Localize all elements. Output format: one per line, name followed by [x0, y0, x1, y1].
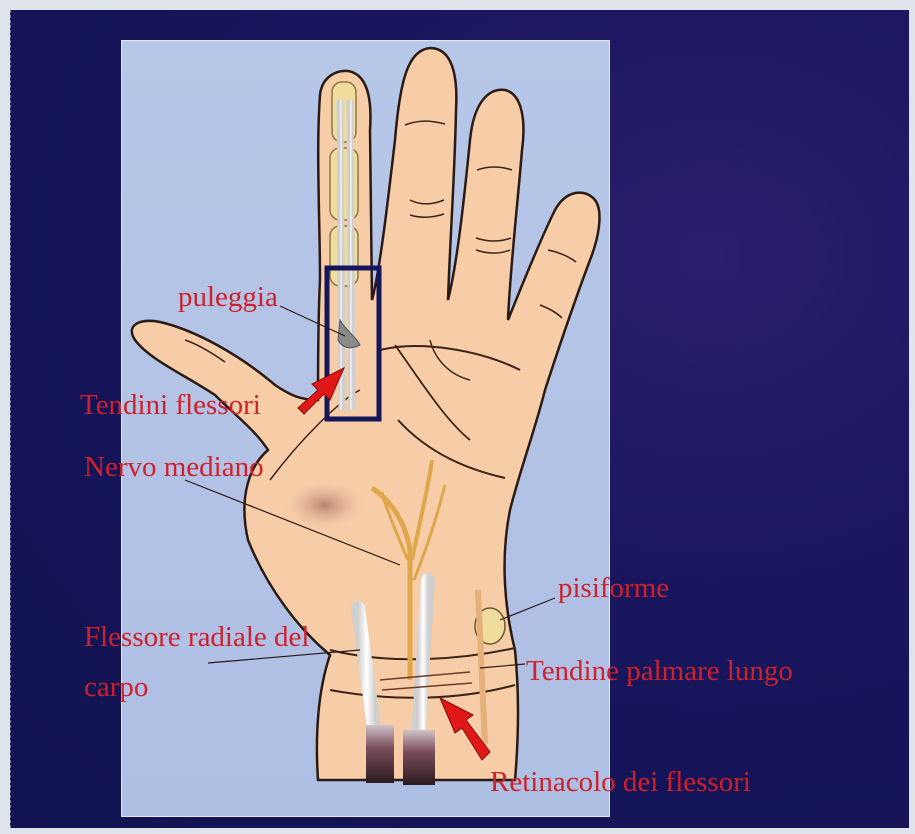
label-flexor-carpi-radialis-line1: Flessore radiale del	[84, 622, 309, 652]
label-pulley: puleggia	[178, 282, 278, 312]
flexor-digitorum-tendon	[418, 580, 428, 740]
bruise-area	[285, 481, 365, 529]
label-flexor-retinaculum: Retinacolo dei flessori	[490, 767, 751, 797]
label-palmaris-longus: Tendine palmare lungo	[526, 656, 793, 686]
label-flexor-carpi-radialis-line2: carpo	[84, 672, 148, 702]
radial-muscle-belly	[366, 725, 394, 783]
label-pisiform: pisiforme	[558, 573, 669, 603]
label-median-nerve: Nervo mediano	[84, 452, 264, 482]
flexor-tendon-2	[350, 100, 352, 410]
flexor-tendon-1	[340, 100, 342, 410]
label-flexor-tendons: Tendini flessori	[80, 390, 261, 420]
digitorum-muscle-belly	[403, 730, 435, 785]
